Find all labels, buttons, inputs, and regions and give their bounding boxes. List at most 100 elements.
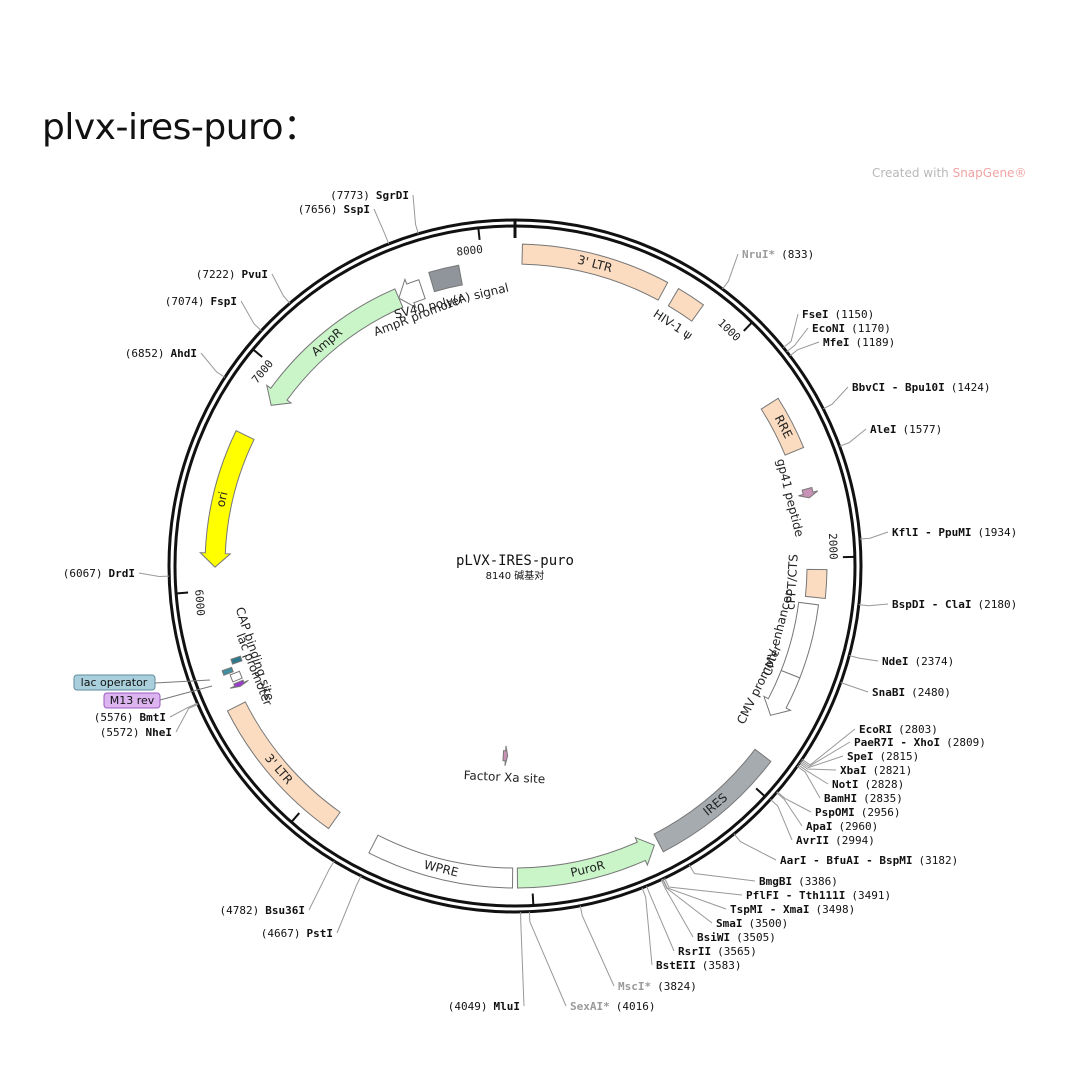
feature-gp41-peptide-3-label: gp41 peptide xyxy=(774,457,807,538)
plasmid-name: pLVX-IRES-puro xyxy=(456,553,574,569)
enzyme-bmgbi-leader xyxy=(688,864,756,882)
enzyme-bspdi-clai-position: (2180) xyxy=(977,598,1017,611)
enzyme-nrui-label: NruI* (833) xyxy=(742,248,814,261)
enzyme-xbai-position: (2821) xyxy=(873,764,913,777)
enzyme-bamhi-name: BamHI xyxy=(824,792,857,805)
enzyme-nhei-position: (5572) xyxy=(100,726,140,739)
feature-lac-promoter-12 xyxy=(229,670,243,683)
enzyme-rsrii-position: (3565) xyxy=(717,945,757,958)
enzyme-drdi-position: (6067) xyxy=(63,567,103,580)
feature-gp41-peptide-3 xyxy=(798,486,819,499)
feature-ires-7 xyxy=(653,748,772,853)
feature-m13-rev-14 xyxy=(229,679,249,689)
enzyme-bsiwi-leader xyxy=(660,879,694,938)
enzyme-fspi-leader xyxy=(240,300,262,332)
feature-3-ltr-0 xyxy=(521,243,669,301)
enzyme-apai-label: ApaI (2960) xyxy=(806,820,878,833)
enzyme-bsteii-leader xyxy=(641,887,653,966)
enzyme-aari-bfuai-bspmi-label: AarI - BfuAI - BspMI(3182) xyxy=(780,854,958,867)
feature-factor-xa-site-10-label: Factor Xa site xyxy=(463,768,545,786)
enzyme-smai-name: SmaI xyxy=(716,917,743,930)
enzyme-econi-name: EcoNI xyxy=(812,322,845,335)
page-title: plvx-ires-puro： xyxy=(42,107,319,148)
enzyme-smai-label: SmaI(3500) xyxy=(716,917,788,930)
enzyme-bamhi-label: BamHI (2835) xyxy=(824,792,903,805)
enzyme-bspdi-clai-name: BspDI - ClaI xyxy=(892,598,971,611)
enzyme-pspomi-position: (2956) xyxy=(861,806,901,819)
enzyme-xbai-leader xyxy=(798,762,837,771)
enzyme-fsei-label: FseI(1150) xyxy=(802,308,874,321)
enzyme-mlui-name: MluI xyxy=(494,1000,521,1013)
credit-prefix: Created with xyxy=(872,166,953,180)
feature-sv40-poly-a-signal-19 xyxy=(428,264,463,293)
enzyme-econi-label: EcoNI (1170) xyxy=(812,322,891,335)
enzyme-drdi-label: (6067)DrdI xyxy=(63,567,135,580)
enzyme-tspmi-xmai-leader xyxy=(662,878,727,910)
enzyme-pspomi-name: PspOMI xyxy=(815,806,855,819)
feature-lac-operator-13 xyxy=(221,666,234,676)
enzyme-avrii-leader xyxy=(770,798,793,841)
enzyme-tspmi-xmai-label: TspMI - XmaI(3498) xyxy=(730,903,855,916)
enzyme-bbvci-bpu10i-label: BbvCI - Bpu10I(1424) xyxy=(852,381,990,394)
enzyme-xbai-name: XbaI xyxy=(840,764,867,777)
enzyme-nrui-position: (833) xyxy=(781,248,814,261)
enzyme-bamhi-position: (2835) xyxy=(863,792,903,805)
enzyme-avrii-position: (2994) xyxy=(835,834,875,847)
enzyme-mfei-position: (1189) xyxy=(856,336,896,349)
enzyme-pvui-label: (7222)PvuI xyxy=(196,268,268,281)
enzyme-ahdi-position: (6852) xyxy=(125,347,165,360)
enzyme-bsiwi-name: BsiWI xyxy=(697,931,730,944)
enzyme-fspi-position: (7074) xyxy=(165,295,205,308)
enzyme-rsrii-label: RsrII(3565) xyxy=(678,945,757,958)
enzyme-bsu36i-position: (4782) xyxy=(220,904,260,917)
enzyme-msci-label: MscI*(3824) xyxy=(618,980,697,993)
enzyme-bsiwi-label: BsiWI(3505) xyxy=(697,931,776,944)
enzyme-mfei-leader xyxy=(789,341,820,357)
tick-8000 xyxy=(477,227,481,241)
m13-rev-tag-box xyxy=(103,692,161,709)
tick-label-2000: 2000 xyxy=(826,533,840,560)
enzyme-bsteii-label: BstEII(3583) xyxy=(656,959,742,972)
enzyme-pvui-leader xyxy=(271,273,291,304)
enzyme-econi-position: (1170) xyxy=(851,322,891,335)
lac-operator-tag-label: lac operator xyxy=(81,676,148,689)
enzyme-aari-bfuai-bspmi-name: AarI - BfuAI - BspMI xyxy=(780,854,912,867)
enzyme-apai-position: (2960) xyxy=(839,820,879,833)
enzyme-kfli-ppumi-name: KflI - PpuMI xyxy=(892,526,971,539)
enzyme-alei-leader xyxy=(839,428,867,447)
enzyme-ecori-leader xyxy=(801,728,856,766)
restriction-sites: NruI*(833)FseI(1150)EcoNI(1170)MfeI(1189… xyxy=(63,189,1017,1013)
enzyme-nrui-name: NruI* xyxy=(742,248,775,261)
enzyme-bmti-leader xyxy=(169,702,198,718)
backbone xyxy=(167,218,863,914)
feature-cppt-cts-4 xyxy=(804,568,828,600)
enzyme-nhei-leader xyxy=(175,703,199,733)
feature-hiv-1-1 xyxy=(667,287,705,322)
enzyme-pflfi-tth111i-leader xyxy=(664,877,743,896)
feature-ori-16 xyxy=(199,430,255,568)
enzyme-bsteii-name: BstEII xyxy=(656,959,696,972)
enzyme-apai-name: ApaI xyxy=(806,820,833,833)
enzyme-alei-label: AleI(1577) xyxy=(870,423,942,436)
enzyme-ecori-label: EcoRI(2803) xyxy=(859,723,938,736)
enzyme-ecori-name: EcoRI xyxy=(859,723,892,736)
enzyme-bmgbi-name: BmgBI xyxy=(759,875,792,888)
enzyme-mlui-label: (4049)MluI xyxy=(448,1000,520,1013)
enzyme-alei-position: (1577) xyxy=(903,423,943,436)
feature-ori-16-label: ori xyxy=(213,490,230,508)
feature-puror-8 xyxy=(516,836,656,889)
enzyme-sexai-position: (4016) xyxy=(616,1000,656,1013)
feature-cppt-cts-4-label: cPPT/CTS xyxy=(783,554,800,610)
enzyme-paer7i-xhoi-name: PaeR7I - XhoI xyxy=(854,736,940,749)
enzyme-snabi-position: (2480) xyxy=(911,686,951,699)
enzyme-fsei-name: FseI xyxy=(802,308,829,321)
enzyme-bmti-name: BmtI xyxy=(140,711,167,724)
m13-rev-tag: M13 rev xyxy=(103,685,213,709)
enzyme-bmgbi-position: (3386) xyxy=(798,875,838,888)
tick-5000 xyxy=(290,812,301,823)
enzyme-psti-name: PstI xyxy=(307,927,334,940)
enzyme-msci-leader xyxy=(579,905,615,987)
enzyme-bbvci-bpu10i-position: (1424) xyxy=(951,381,991,394)
enzyme-sgrdi-leader xyxy=(412,194,419,234)
enzyme-pspomi-label: PspOMI (2956) xyxy=(815,806,901,819)
